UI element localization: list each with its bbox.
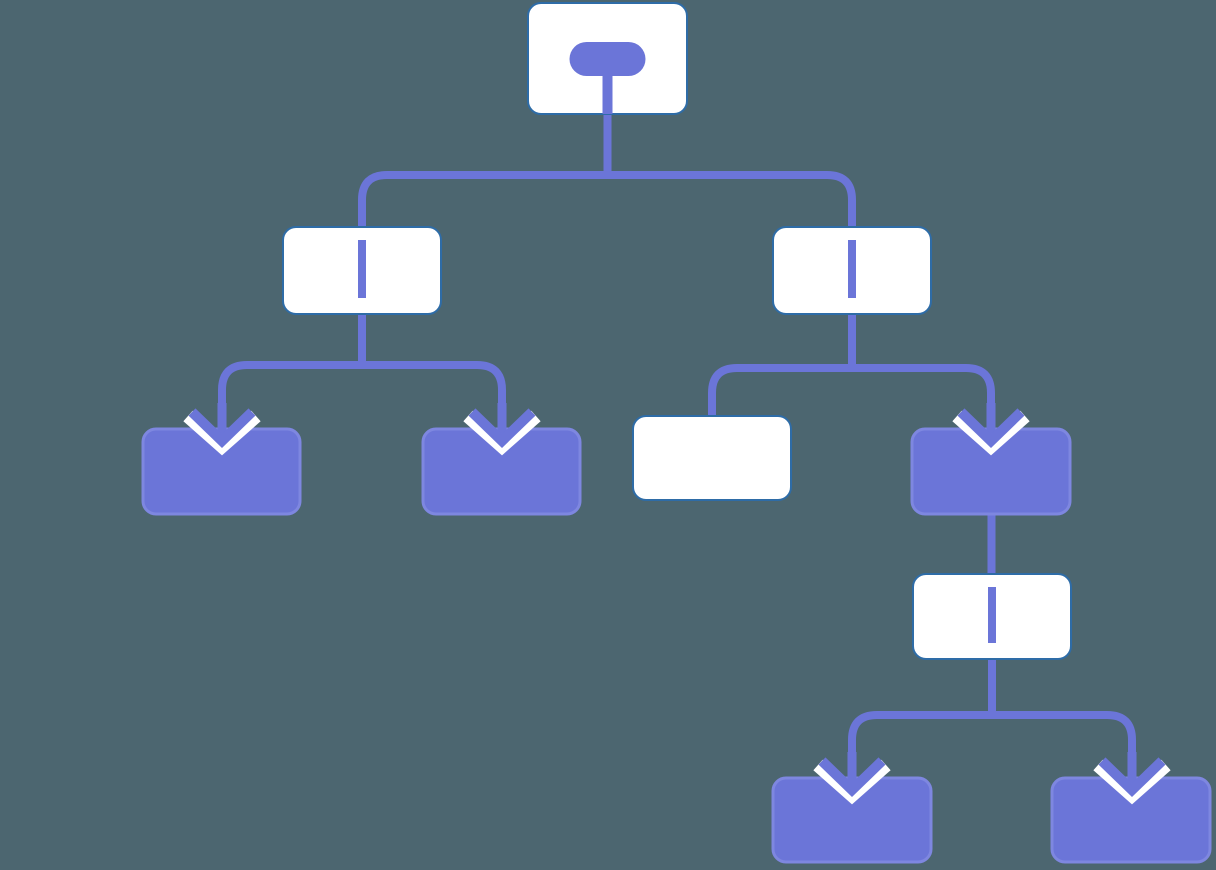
edge-left-branch-bar [218, 361, 506, 410]
edge-bottom-bar [848, 711, 1136, 757]
chevron-arrow-into-leaf-2-purple-chevron-icon [468, 408, 536, 448]
chevron-arrow-into-leaf-5-purple-chevron-icon [1098, 757, 1166, 797]
vertical-bar-icon [358, 240, 366, 298]
chevron-arrow-into-leaf-3-purple-chevron-icon [957, 408, 1025, 448]
chevron-arrow-into-leaf-4-purple-chevron-icon [818, 757, 886, 797]
edge-right-branch-bar [708, 364, 995, 420]
vertical-bar-icon [988, 587, 996, 643]
chevron-arrow-into-leaf-1-purple-chevron-icon [188, 408, 256, 448]
pill-icon [569, 42, 646, 76]
pill-stem-icon [602, 74, 613, 114]
edge-level1-bar [358, 171, 856, 232]
node-child-white[interactable] [632, 415, 792, 501]
vertical-bar-icon [848, 240, 856, 298]
